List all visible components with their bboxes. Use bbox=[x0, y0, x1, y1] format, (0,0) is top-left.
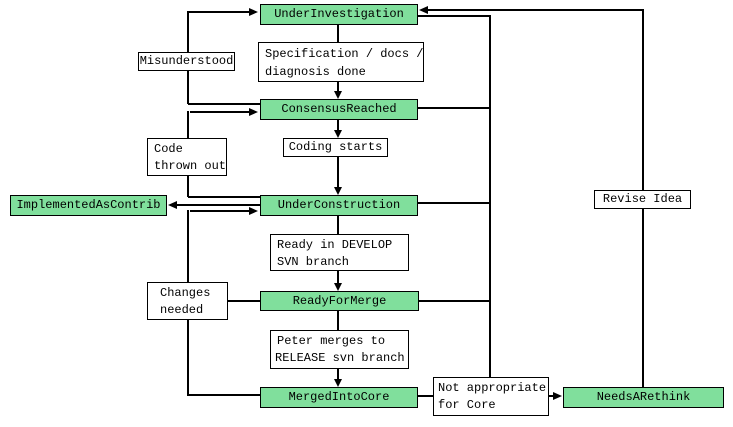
edge-label-text: thrown out bbox=[154, 159, 227, 173]
state-under-investigation: UnderInvestigation bbox=[260, 4, 418, 25]
edge-readyformerge-to-peter bbox=[337, 311, 339, 330]
arrowhead-into-underinvestigation-left bbox=[249, 8, 258, 16]
edge-label-text: Coding starts bbox=[288, 140, 383, 154]
edge-label-text: Misunderstood bbox=[139, 54, 234, 68]
edge-misunderstood-top-horizontal bbox=[188, 11, 256, 13]
edge-underconstruction-left-exit bbox=[188, 196, 260, 198]
edge-readydevelop-to-readyformerge bbox=[337, 271, 339, 284]
edge-changes-into-underconstruction bbox=[190, 210, 250, 212]
edge-label-ready-in-develop: Ready in DEVELOP SVN branch bbox=[270, 234, 409, 271]
arrowhead-into-needsarethink-left bbox=[553, 392, 562, 400]
edge-label-text: diagnosis done bbox=[265, 65, 366, 79]
state-label: ImplementedAsContrib bbox=[16, 198, 161, 212]
arrowhead-into-consensusreached-top bbox=[334, 91, 342, 99]
edge-codingstarts-to-underconstruction bbox=[337, 157, 339, 187]
edge-label-text: Peter merges to bbox=[277, 334, 386, 348]
edge-reviseidea-top-horizontal bbox=[423, 9, 643, 11]
edge-changes-to-readyformerge bbox=[228, 300, 260, 302]
edge-label-peter-merges: Peter merges to RELEASE svn branch bbox=[270, 330, 409, 369]
state-consensus-reached: ConsensusReached bbox=[260, 99, 418, 120]
state-label: ReadyForMerge bbox=[292, 294, 387, 308]
edge-label-changes-needed: Changes needed bbox=[147, 282, 228, 320]
edge-underinvestigation-to-spec bbox=[337, 25, 339, 42]
edge-label-revise-idea: Revise Idea bbox=[594, 190, 691, 209]
arrowhead-into-underconstruction-top bbox=[334, 187, 342, 195]
edge-spec-to-consensus bbox=[337, 81, 339, 92]
state-label: UnderConstruction bbox=[277, 198, 401, 212]
edge-readyformerge-right-exit bbox=[419, 300, 490, 302]
state-merged-into-core: MergedIntoCore bbox=[260, 387, 418, 408]
arrowhead-into-readyformerge-top bbox=[334, 283, 342, 291]
state-label: UnderInvestigation bbox=[274, 7, 404, 21]
edge-mergedintocore-left-exit bbox=[188, 394, 260, 396]
edge-mergedintocore-to-notappropriate bbox=[418, 395, 433, 397]
edge-label-text: Code bbox=[154, 142, 183, 156]
edge-consensus-to-codingstarts bbox=[337, 120, 339, 131]
edge-label-code-thrown-out: Code thrown out bbox=[147, 138, 227, 176]
edge-label-text: Revise Idea bbox=[602, 192, 683, 206]
state-implemented-as-contrib: ImplementedAsContrib bbox=[10, 195, 167, 216]
state-label: NeedsARethink bbox=[596, 390, 691, 404]
edge-label-not-appropriate: Not appropriate for Core bbox=[433, 377, 549, 416]
edge-consensus-left-exit bbox=[188, 103, 260, 105]
edge-label-text: Changes bbox=[160, 286, 211, 300]
state-ready-for-merge: ReadyForMerge bbox=[260, 291, 419, 311]
state-label: MergedIntoCore bbox=[288, 390, 390, 404]
edge-label-specification-done: Specification / docs / diagnosis done bbox=[258, 42, 424, 82]
state-needs-a-rethink: NeedsARethink bbox=[563, 387, 724, 408]
arrowhead-into-underconstruction-left bbox=[249, 207, 258, 215]
edge-consensus-right-exit bbox=[418, 107, 490, 109]
edge-notappropriate-collector-vertical bbox=[489, 15, 491, 378]
edge-underconstruction-right-exit bbox=[418, 202, 490, 204]
edge-peter-to-mergedintocore bbox=[337, 369, 339, 380]
edge-into-implementedascontrib bbox=[172, 204, 260, 206]
edge-codethrown-into-consensus bbox=[190, 111, 252, 113]
state-under-construction: UnderConstruction bbox=[260, 195, 418, 216]
edge-underinvestigation-right-exit bbox=[418, 15, 490, 17]
arrowhead-into-mergedintocore-top bbox=[334, 379, 342, 387]
edge-label-text: needed bbox=[160, 303, 204, 317]
edge-label-text: for Core bbox=[438, 398, 496, 412]
edge-label-text: SVN branch bbox=[277, 255, 350, 269]
arrowhead-into-codingstarts-top bbox=[334, 130, 342, 138]
edge-label-text: Ready in DEVELOP bbox=[277, 238, 393, 252]
arrowhead-into-underinvestigation-right bbox=[419, 6, 428, 14]
state-label: ConsensusReached bbox=[281, 102, 397, 116]
edge-label-text: Specification / docs / bbox=[265, 47, 424, 61]
arrowhead-into-implementedascontrib-right bbox=[168, 201, 177, 209]
arrowhead-into-consensusreached-left bbox=[249, 108, 258, 116]
edge-label-misunderstood: Misunderstood bbox=[138, 52, 235, 71]
edge-label-text: Not appropriate bbox=[438, 381, 547, 395]
edge-label-coding-starts: Coding starts bbox=[283, 138, 388, 157]
edge-label-text: RELEASE svn branch bbox=[275, 351, 405, 365]
edge-underconstruction-to-readydevelop bbox=[337, 216, 339, 234]
